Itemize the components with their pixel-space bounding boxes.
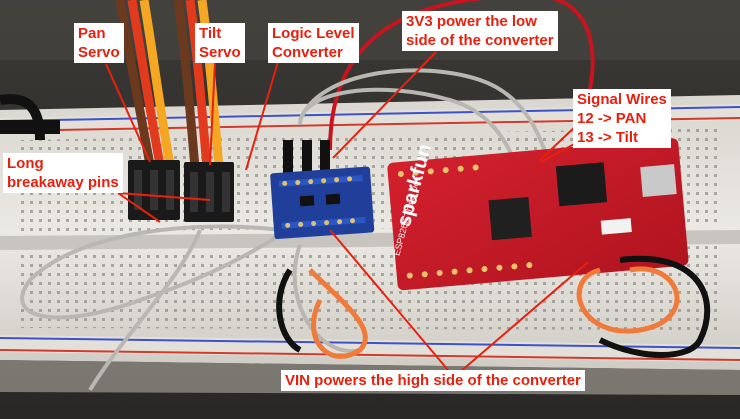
tilt-servo-wires [173, 0, 224, 169]
pan-servo-connector [128, 160, 180, 220]
logic-level-converter-label: Logic Level Converter [268, 23, 359, 63]
3v3-power-label: 3V3 power the low side of the converter [402, 11, 558, 51]
tilt-servo-connector [184, 162, 234, 222]
vin-wires-orange [308, 266, 680, 359]
tilt-servo-label: Tilt Servo [195, 23, 245, 63]
annotation-pointers [105, 51, 589, 373]
vin-power-label: VIN powers the high side of the converte… [281, 370, 585, 391]
long-breakaway-pins-label: Long breakaway pins [3, 153, 123, 193]
signal-wires-label: Signal Wires 12 -> PAN 13 -> Tilt [573, 89, 671, 148]
logic-level-converter-board [270, 166, 375, 240]
esp8266-thing-dev-board [387, 138, 689, 291]
pan-servo-wires [115, 0, 175, 166]
converter-jumpers [283, 140, 330, 174]
pan-servo-label: Pan Servo [74, 23, 124, 63]
3v3-wire [328, 0, 595, 151]
